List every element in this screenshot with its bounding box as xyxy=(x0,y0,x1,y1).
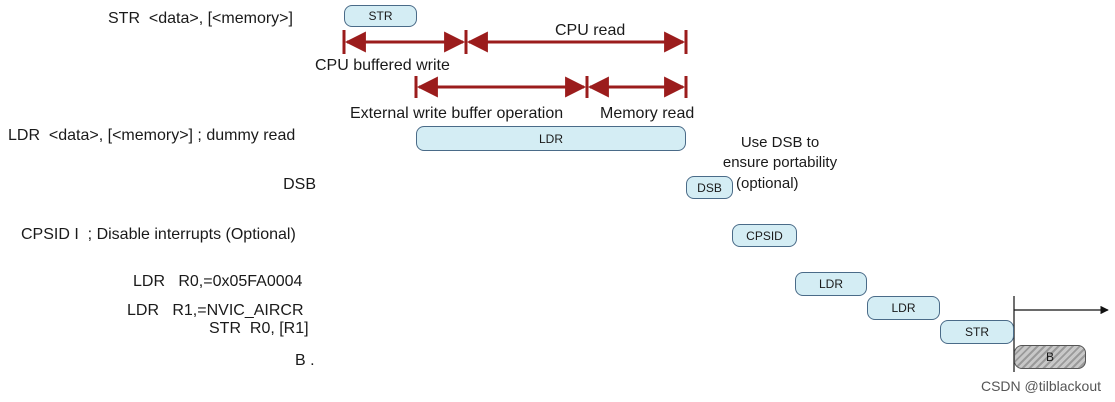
note-use-dsb: Use DSB to xyxy=(740,134,820,151)
instruction-str-r0: STR R0, [R1] xyxy=(209,320,309,337)
pill-ldr-r0: LDR xyxy=(795,272,867,296)
pill-str-r0: STR xyxy=(940,320,1014,344)
label-cpu-read: CPU read xyxy=(555,22,626,39)
watermark: CSDN @tilblackout xyxy=(980,378,1101,394)
pill-ldr-dummy: LDR xyxy=(416,126,686,151)
label-memory-read: Memory read xyxy=(600,105,695,122)
instruction-str-data: STR <data>, [<memory>] xyxy=(108,10,293,27)
note-dsb-optional: (optional) xyxy=(736,175,799,192)
note-ensure-portability: ensure portability xyxy=(722,154,838,171)
instruction-ldr-r1: LDR R1,=NVIC_AIRCR xyxy=(127,302,304,319)
instruction-branch: B . xyxy=(295,352,315,369)
pill-ldr-r1: LDR xyxy=(867,296,940,320)
label-cpu-buffered-write: CPU buffered write xyxy=(315,57,450,74)
pill-cpsid: CPSID xyxy=(732,224,797,247)
instruction-cpsid: CPSID I ; Disable interrupts (Optional) xyxy=(21,226,296,243)
instruction-ldr-dummy-read: LDR <data>, [<memory>] ; dummy read xyxy=(8,127,296,144)
pill-branch: B xyxy=(1014,345,1086,369)
pill-str: STR xyxy=(344,5,417,27)
instruction-ldr-r0: LDR R0,=0x05FA0004 xyxy=(133,273,303,290)
pill-dsb: DSB xyxy=(686,176,733,199)
instruction-dsb: DSB xyxy=(283,176,316,193)
label-external-write-buffer: External write buffer operation xyxy=(350,105,564,122)
